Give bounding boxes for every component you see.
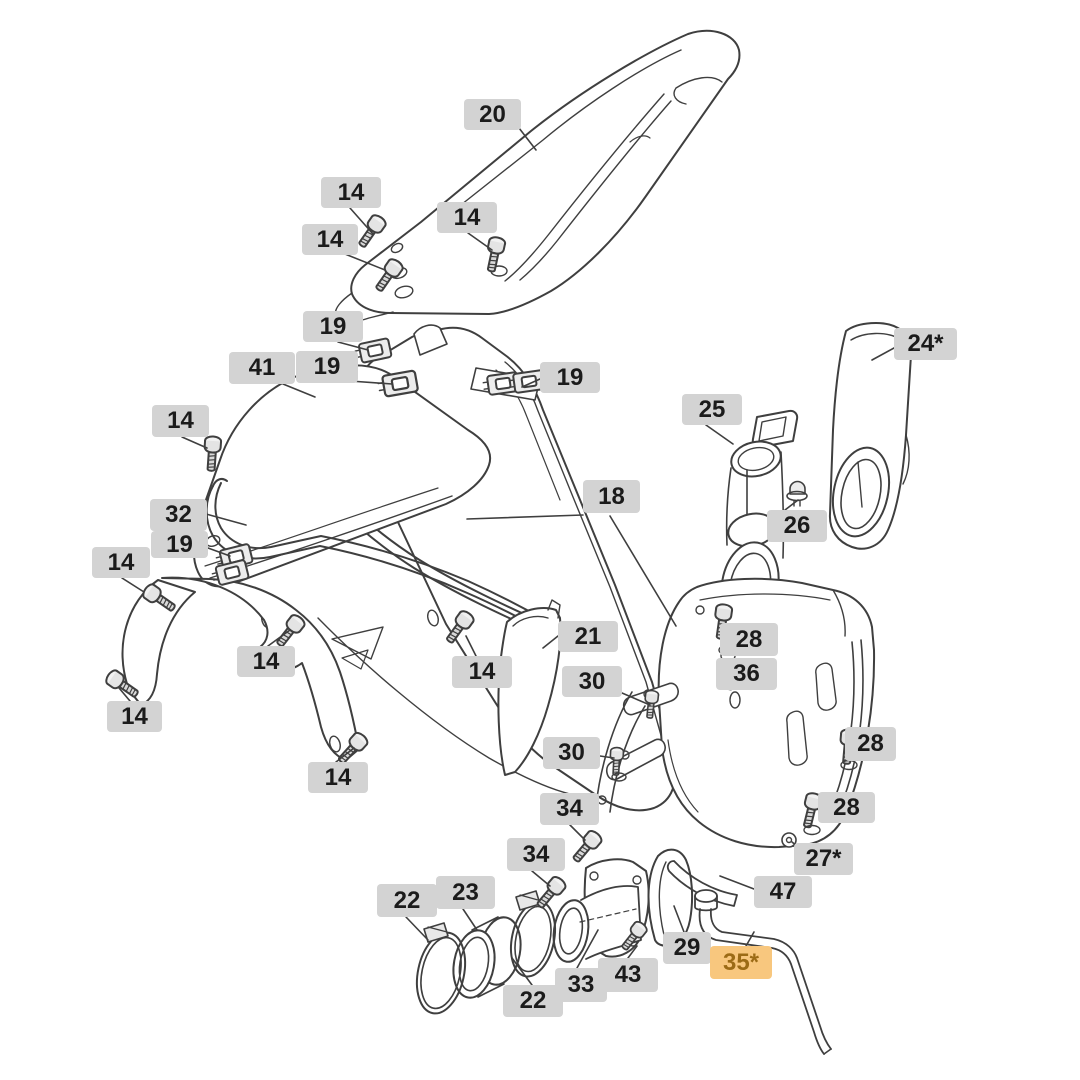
part-label-18[interactable]: 18: [583, 480, 640, 513]
part-side-panel-left: [121, 576, 360, 761]
part-label-23[interactable]: 23: [436, 876, 495, 909]
part-label-14-7[interactable]: 14: [452, 656, 512, 688]
part-label-32[interactable]: 32: [150, 499, 207, 531]
part-label-28-2[interactable]: 28: [845, 727, 896, 761]
part-drain-tube-35: [694, 889, 832, 1055]
part-label-29[interactable]: 29: [663, 932, 711, 964]
part-label-14-2[interactable]: 14: [302, 224, 358, 255]
part-label-36[interactable]: 36: [716, 658, 777, 690]
part-label-43[interactable]: 43: [598, 958, 658, 992]
part-label-14-9[interactable]: 14: [308, 762, 368, 793]
part-label-22-2[interactable]: 22: [503, 985, 563, 1017]
part-label-30-1[interactable]: 30: [562, 666, 622, 697]
part-washer-27: [781, 832, 797, 848]
part-label-14-4[interactable]: 14: [152, 405, 209, 437]
part-label-14-1[interactable]: 14: [321, 177, 381, 208]
part-nut-26: [786, 480, 808, 507]
part-label-21[interactable]: 21: [558, 621, 618, 652]
part-label-14-5[interactable]: 14: [92, 547, 150, 578]
part-label-20[interactable]: 20: [464, 99, 521, 130]
part-label-41[interactable]: 41: [229, 352, 295, 384]
part-clamp-22a: [415, 922, 467, 1015]
part-label-22-1[interactable]: 22: [377, 884, 437, 917]
part-label-28-1[interactable]: 28: [720, 623, 778, 656]
part-label-19-4[interactable]: 19: [151, 531, 208, 558]
part-label-34-1[interactable]: 34: [540, 793, 599, 825]
part-label-28-3[interactable]: 28: [818, 792, 875, 823]
part-label-19-1[interactable]: 19: [303, 311, 363, 342]
part-label-47[interactable]: 47: [754, 876, 812, 908]
part-label-35s[interactable]: 35*: [710, 946, 772, 979]
leader-lines: [118, 127, 895, 986]
part-filter-sleeve-24: [828, 322, 913, 550]
part-label-19-3[interactable]: 19: [540, 362, 600, 393]
part-rear-fender-20: [334, 29, 741, 323]
part-label-14-6[interactable]: 14: [237, 646, 295, 677]
part-label-26[interactable]: 26: [767, 510, 827, 542]
part-label-14-8[interactable]: 14: [107, 701, 162, 732]
part-label-30-2[interactable]: 30: [543, 737, 600, 769]
part-label-25[interactable]: 25: [682, 394, 742, 425]
part-label-34-2[interactable]: 34: [507, 838, 565, 871]
part-label-24s[interactable]: 24*: [894, 328, 957, 360]
part-label-27s[interactable]: 27*: [794, 843, 853, 875]
part-label-14-3[interactable]: 14: [437, 202, 497, 233]
part-label-19-2[interactable]: 19: [296, 351, 358, 383]
